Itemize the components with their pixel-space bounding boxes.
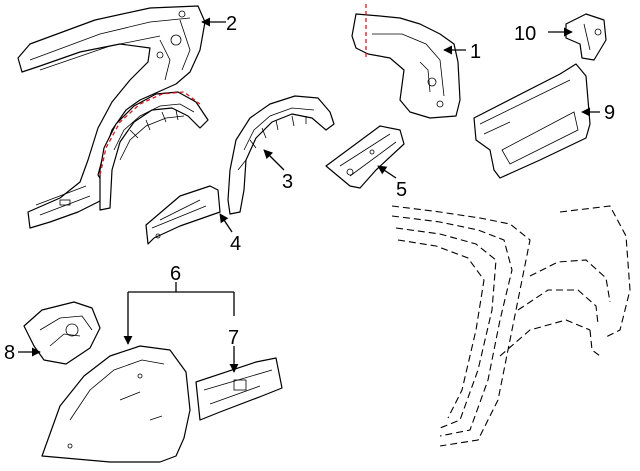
callout-labels: 2 1 10 9 3 5 4 6 7 8 xyxy=(4,13,615,364)
callout-10: 10 xyxy=(514,23,536,45)
part-4-rail-extension xyxy=(145,185,221,245)
part-1-pillar-reinforcement xyxy=(351,4,461,119)
leader-3 xyxy=(263,149,285,171)
callout-5: 5 xyxy=(396,179,407,201)
wheelhouse-inner-attached xyxy=(99,91,209,211)
part-2-inner-quarter-panel xyxy=(17,5,206,229)
part-3-wheelhouse-outer xyxy=(227,95,335,215)
part-10-small-bracket xyxy=(565,13,607,61)
part-6-inner-wheelhouse xyxy=(41,345,191,463)
callout-9: 9 xyxy=(604,102,615,124)
leader-4 xyxy=(219,213,233,233)
part-9-quarter-outer-panel xyxy=(473,63,591,179)
quarter-panel-outline xyxy=(391,205,631,447)
part-7-rail xyxy=(195,357,283,421)
part-5-bracket xyxy=(325,125,405,189)
leader-6-bracket xyxy=(128,282,234,293)
callout-4: 4 xyxy=(230,233,241,255)
callout-8: 8 xyxy=(4,342,15,364)
callout-7: 7 xyxy=(228,327,239,349)
callout-1: 1 xyxy=(470,41,481,63)
callout-3: 3 xyxy=(282,171,293,193)
callout-2: 2 xyxy=(226,13,237,35)
leader-lines xyxy=(18,17,600,373)
leader-5 xyxy=(377,165,397,179)
callout-6: 6 xyxy=(170,263,181,285)
part-8-wheelhouse-cover xyxy=(23,301,101,365)
